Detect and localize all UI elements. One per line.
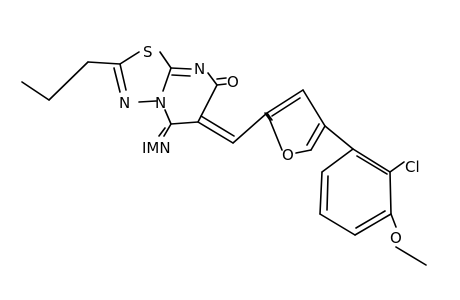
atom-label-methoxy-oxygen: O: [390, 229, 402, 247]
bond-propyl-ch2-ch2: [48, 61, 89, 101]
bond-ph-c3-c4-double: [355, 210, 386, 229]
bond-ome-ch3: [395, 246, 427, 266]
bond-c6-methine-double: [200, 115, 235, 137]
bond-furan-c2-c3-main: [266, 89, 304, 114]
bond-c5-n4: [164, 109, 172, 125]
bond-c5-imine: [163, 123, 172, 137]
bond-c7-o: [216, 83, 227, 86]
bond-furan-c3-c4: [302, 89, 326, 127]
bond-c2-n3: [119, 63, 127, 91]
bond-furan-c4-c5-double: [306, 123, 320, 146]
atom-label-sulfur: S: [143, 43, 153, 61]
bond-c6-c5: [170, 121, 199, 125]
bond-ph-cl: [389, 161, 405, 173]
atom-label-ring-nitrogen-top: N: [194, 60, 205, 78]
bond-ph-c3-c4: [354, 213, 392, 236]
bond-furan-phenyl: [324, 125, 354, 150]
atom-label-ketone-oxygen: O: [227, 73, 239, 91]
bond-c2-n3-double: [113, 67, 121, 93]
atom-label-ring-nitrogen-left: N: [119, 94, 130, 112]
bond-furan-c2-c3-inner: [271, 97, 301, 117]
bond-methine-furan: [232, 112, 268, 144]
atom-labels: S N O N N IMN O Cl O: [119, 43, 420, 247]
bond-s-c8a: [159, 51, 172, 69]
bond-furan-c5-o: [295, 149, 312, 154]
bond-ph-c5-c6: [319, 171, 323, 215]
bond-ph-ome: [390, 213, 397, 228]
atom-label-furan-oxygen: O: [282, 146, 294, 164]
bond-propyl-ch3-ch2: [21, 81, 50, 101]
bond-c8a-n8: [170, 67, 192, 70]
bond-furan-o-c2: [266, 112, 283, 151]
bond-n3-n4: [138, 100, 157, 103]
bond-ph-c2-c3: [389, 171, 392, 215]
bond-ph-c1-c2: [352, 148, 391, 173]
bond-c6-methine: [197, 121, 234, 144]
bond-ph-c1-c2-double: [356, 155, 388, 175]
atom-label-chlorine: Cl: [405, 158, 420, 176]
atom-label-ring-nitrogen-bridge: N: [155, 94, 166, 112]
bond-ph-c4-c5: [319, 213, 356, 236]
bond-lines: [21, 51, 427, 266]
bond-n4-c8a: [162, 67, 172, 92]
bond-c5-imine-double: [158, 127, 166, 137]
bond-c8a-n8-double: [171, 74, 191, 77]
bond-c7-o-double: [216, 77, 227, 80]
atom-label-imine-group: IMN: [142, 139, 171, 157]
bond-ph-c6-c1: [321, 148, 354, 173]
bond-propyl-ring: [87, 61, 121, 65]
bond-n8-c7: [207, 72, 218, 86]
bond-c2-s: [119, 51, 140, 65]
bond-furan-c4-c5: [310, 125, 326, 151]
bond-ph-c5-c6-double: [326, 175, 329, 211]
